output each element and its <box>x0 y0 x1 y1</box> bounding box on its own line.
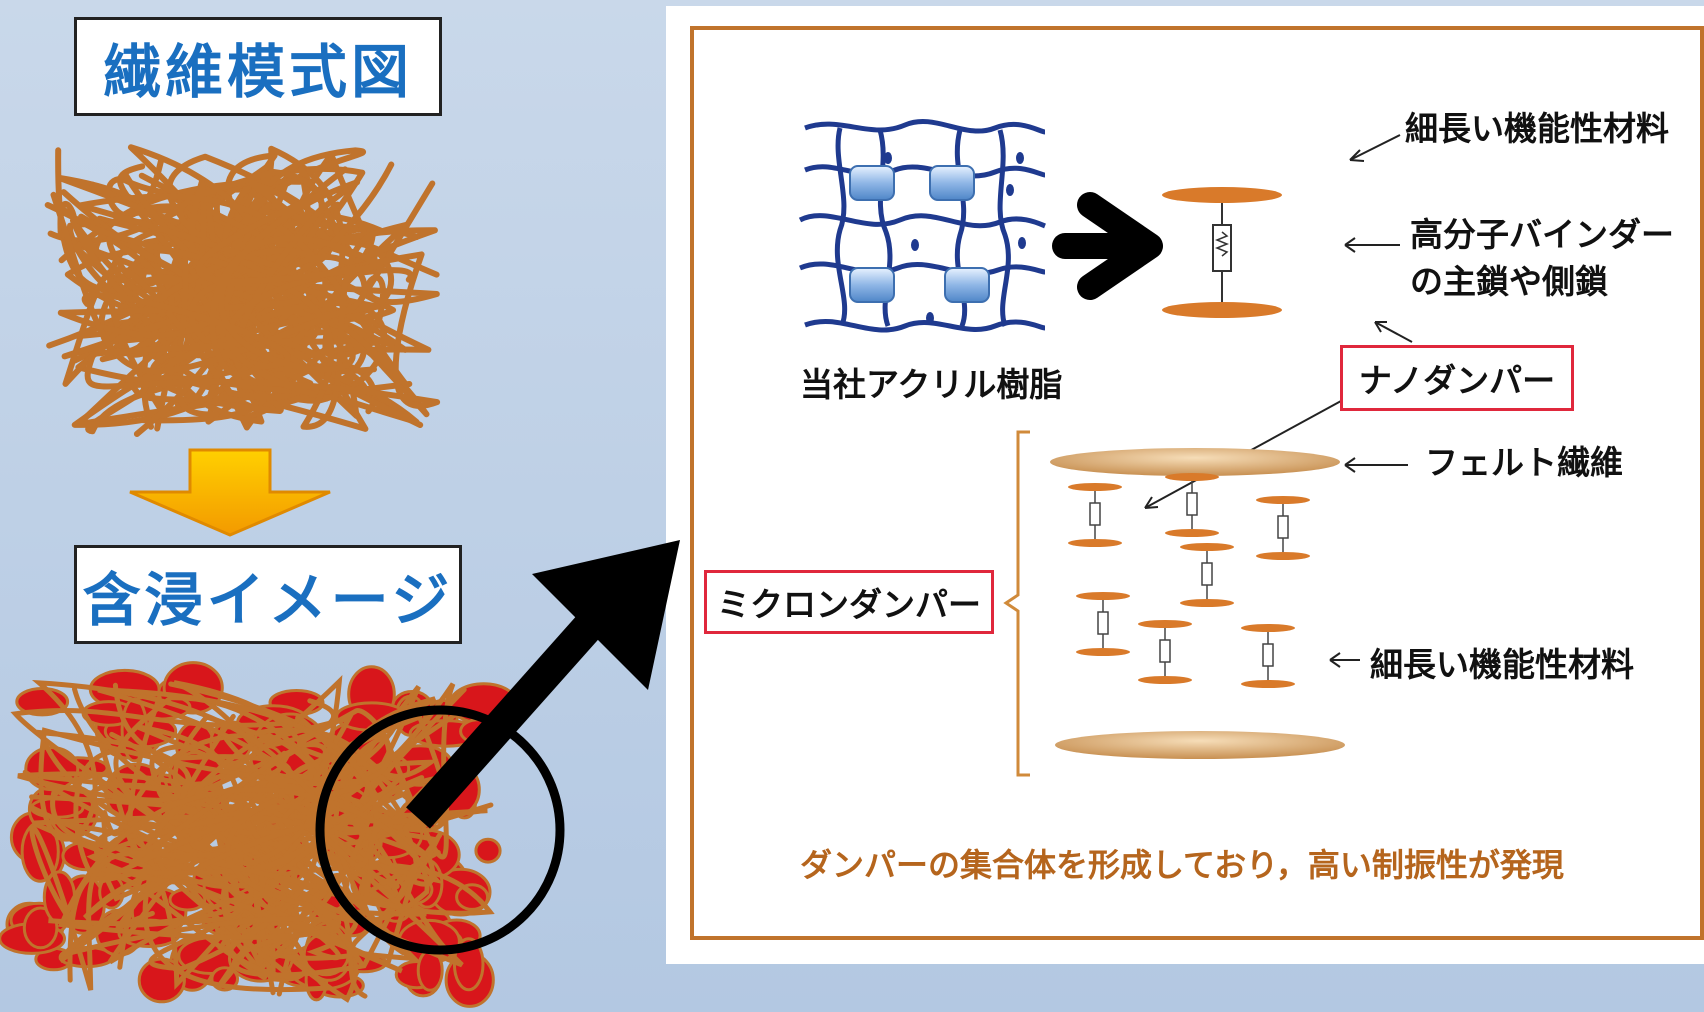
zoom-arrow-icon <box>406 540 680 829</box>
nano-damper-label: ナノダンパー <box>1340 345 1574 411</box>
nano-damper-unit <box>1162 187 1282 318</box>
polymer-binder-label-line1: 高分子バインダー <box>1410 215 1674 254</box>
fiber-strand <box>29 750 427 991</box>
micron-damper-unit <box>1165 473 1219 537</box>
fiber-strand <box>81 190 384 378</box>
acrylic-resin-label: 当社アクリル樹脂 <box>800 365 1063 404</box>
magnify-circle <box>315 705 565 955</box>
micron-damper-unit <box>1180 543 1234 607</box>
micron-damper-unit <box>1241 624 1295 688</box>
micron-damper-unit <box>1068 483 1122 547</box>
micron-damper-unit <box>1076 592 1130 656</box>
long-material-label-bottom: 細長い機能性材料 <box>1370 645 1634 684</box>
fiber-strand <box>22 748 342 934</box>
micron-damper-unit <box>1256 496 1310 560</box>
resin-blob <box>22 906 59 950</box>
detail-panel-frame <box>690 26 1704 940</box>
fiber-strand <box>57 193 410 389</box>
caption: ダンパーの集合体を形成しており，高い制振性が発現 <box>800 846 1564 884</box>
felt-fiber-label: フェルト繊維 <box>1425 443 1623 482</box>
resin-cylinders <box>849 165 990 303</box>
felt-fiber-bottom <box>1055 731 1345 759</box>
impregnation-title: 含浸イメージ <box>74 545 462 644</box>
resin-particles <box>884 152 1026 324</box>
micron-damper-units <box>1068 473 1310 688</box>
fiber-strand <box>84 203 441 409</box>
right-arrow-icon <box>1052 192 1163 300</box>
micron-damper-bracket <box>1003 430 1030 777</box>
long-material-label-top: 細長い機能性材料 <box>1405 109 1669 148</box>
impregnation-illustration <box>0 661 519 1008</box>
fiber-model-title: 繊維模式図 <box>74 17 442 116</box>
down-arrow-icon <box>129 448 331 537</box>
polymer-binder-label-line2: の主鎖や側鎖 <box>1410 262 1608 301</box>
acrylic-resin-network <box>798 118 1046 333</box>
micron-damper-unit <box>1138 620 1192 684</box>
micron-damper-label: ミクロンダンパー <box>704 570 994 634</box>
resin-blob <box>474 837 502 864</box>
felt-fiber-top <box>1050 448 1340 476</box>
fiber-strand <box>57 787 430 966</box>
fiber-strand <box>58 772 359 996</box>
fiber-tangle-illustration <box>44 144 441 437</box>
